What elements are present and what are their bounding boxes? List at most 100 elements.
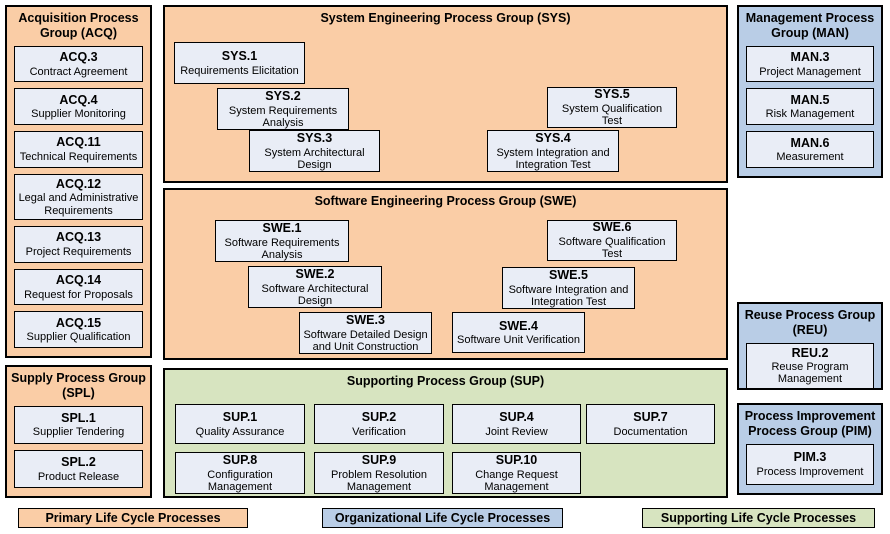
process-label: System Requirements Analysis — [228, 104, 338, 129]
process-label: Software Architectural Design — [261, 282, 369, 307]
process-box-sup1: SUP.1 Quality Assurance — [175, 404, 305, 444]
group-title-acquisition: Acquisition Process Group (ACQ) — [18, 11, 139, 40]
process-code: SPL.1 — [61, 410, 96, 425]
group-management: Management Process Group (MAN) MAN.3 Pro… — [737, 5, 883, 178]
process-code: SWE.4 — [499, 318, 538, 333]
process-code: SUP.4 — [499, 410, 534, 425]
group-title-supporting: Supporting Process Group (SUP) — [346, 374, 545, 388]
process-code: SUP.10 — [495, 452, 538, 467]
process-box-acq11: ACQ.11 Technical Requirements — [14, 130, 143, 168]
process-box-swe4: SWE.4 Software Unit Verification — [452, 312, 585, 353]
process-code: ACQ.4 — [59, 92, 98, 107]
group-title-management: Management Process Group (MAN) — [745, 11, 875, 40]
process-code: ACQ.12 — [55, 176, 102, 191]
process-box-sys5: SYS.5 System Qualification Test — [547, 87, 677, 128]
group-title-reuse: Reuse Process Group (REU) — [744, 308, 876, 337]
process-code: SUP.9 — [361, 452, 397, 467]
process-box-sup8: SUP.8 Configuration Management — [175, 452, 305, 494]
process-box-spl1: SPL.1 Supplier Tendering — [14, 405, 143, 444]
process-code: SWE.6 — [592, 220, 632, 235]
process-code: SWE.3 — [346, 312, 385, 327]
process-code: MAN.6 — [790, 135, 830, 150]
process-label: Technical Requirements — [19, 150, 138, 163]
process-label: Verification — [352, 425, 406, 438]
process-box-acq15: ACQ.15 Supplier Qualification — [14, 311, 143, 348]
process-box-swe2: SWE.2 Software Architectural Design — [248, 266, 382, 308]
group-title-process-improvement: Process Improvement Process Group (PIM) — [744, 409, 876, 438]
process-code: SWE.2 — [295, 266, 335, 281]
process-label: Reuse Program Management — [771, 361, 849, 386]
process-label: Software Integration and Integration Tes… — [508, 283, 629, 308]
process-code: SYS.4 — [535, 130, 571, 145]
group-title-system-engineering: System Engineering Process Group (SYS) — [320, 11, 571, 25]
legend-label: Supporting Life Cycle Processes — [660, 511, 857, 525]
process-code: SYS.2 — [265, 88, 301, 103]
process-label: Documentation — [613, 425, 688, 438]
process-label: Problem Resolution Management — [331, 468, 427, 493]
process-label: Software Unit Verification — [457, 334, 580, 347]
process-code: ACQ.11 — [56, 135, 101, 150]
process-box-swe3: SWE.3 Software Detailed Design and Unit … — [299, 312, 432, 354]
process-label: Quality Assurance — [195, 425, 285, 438]
process-box-man5: MAN.5 Risk Management — [746, 88, 874, 126]
process-box-pim3: PIM.3 Process Improvement — [746, 443, 874, 485]
process-box-sup10: SUP.10 Change Request Management — [452, 452, 581, 494]
process-box-man3: MAN.3 Project Management — [746, 45, 874, 83]
process-label: Measurement — [776, 151, 844, 164]
process-box-sys4: SYS.4 System Integration and Integration… — [487, 130, 619, 172]
process-box-acq13: ACQ.13 Project Requirements — [14, 225, 143, 263]
process-box-swe6: SWE.6 Software Qualification Test — [547, 220, 677, 261]
group-body-process-improvement: PIM.3 Process Improvement — [739, 441, 881, 494]
process-label: Process Improvement — [756, 465, 864, 478]
process-box-sup4: SUP.4 Joint Review — [452, 404, 581, 444]
process-code: MAN.5 — [790, 92, 830, 107]
process-code: SUP.8 — [222, 452, 258, 467]
process-label: Configuration Management — [207, 468, 273, 493]
process-code: SWE.1 — [262, 220, 302, 235]
process-box-spl2: SPL.2 Product Release — [14, 449, 143, 488]
process-code: ACQ.14 — [55, 272, 102, 287]
group-title-supply: Supply Process Group (SPL) — [11, 371, 146, 400]
legend-label: Organizational Life Cycle Processes — [334, 511, 551, 525]
process-label: Software Qualification Test — [558, 236, 666, 261]
process-box-reu2: REU.2 Reuse Program Management — [746, 342, 874, 389]
process-label: Request for Proposals — [24, 288, 133, 301]
legend-primary-life-cycle: Primary Life Cycle Processes — [18, 508, 248, 528]
process-box-sys2: SYS.2 System Requirements Analysis — [217, 88, 349, 130]
legend-organizational-life-cycle: Organizational Life Cycle Processes — [322, 508, 563, 528]
process-label: Software Detailed Design and Unit Constr… — [303, 328, 428, 353]
process-box-sys1: SYS.1 Requirements Elicitation — [174, 42, 305, 84]
group-body-reuse: REU.2 Reuse Program Management — [739, 340, 881, 397]
process-box-man6: MAN.6 Measurement — [746, 131, 874, 168]
process-label: Joint Review — [485, 425, 548, 438]
process-box-sys3: SYS.3 System Architectural Design — [249, 130, 380, 172]
process-box-swe1: SWE.1 Software Requirements Analysis — [215, 220, 349, 262]
process-code: ACQ.13 — [55, 230, 102, 245]
process-code: REU.2 — [791, 345, 829, 360]
group-body-management: MAN.3 Project Management MAN.5 Risk Mana… — [739, 43, 881, 177]
group-title-software-engineering: Software Engineering Process Group (SWE) — [314, 194, 577, 208]
group-software-engineering: Software Engineering Process Group (SWE)… — [163, 188, 728, 360]
process-label: System Integration and Integration Test — [496, 146, 610, 171]
process-box-acq4: ACQ.4 Supplier Monitoring — [14, 88, 143, 125]
group-acquisition: Acquisition Process Group (ACQ) ACQ.3 Co… — [5, 5, 152, 358]
process-box-acq14: ACQ.14 Request for Proposals — [14, 268, 143, 306]
process-label: Supplier Tendering — [32, 426, 125, 439]
process-code: MAN.3 — [790, 49, 830, 64]
process-label: Product Release — [37, 470, 120, 483]
process-box-sup2: SUP.2 Verification — [314, 404, 444, 444]
process-box-sup9: SUP.9 Problem Resolution Management — [314, 452, 444, 494]
group-system-engineering: System Engineering Process Group (SYS) S… — [163, 5, 728, 183]
process-box-acq12: ACQ.12 Legal and Administrative Requirem… — [14, 173, 143, 220]
process-label: Contract Agreement — [29, 65, 128, 78]
process-label: Risk Management — [765, 108, 855, 121]
group-body-supply: SPL.1 Supplier Tendering SPL.2 Product R… — [7, 403, 150, 497]
process-label: System Qualification Test — [561, 103, 663, 128]
process-label: Supplier Monitoring — [31, 108, 126, 121]
process-label: Project Requirements — [25, 245, 132, 258]
legend-supporting-life-cycle: Supporting Life Cycle Processes — [642, 508, 875, 528]
process-code: SYS.3 — [296, 130, 333, 145]
group-supporting: Supporting Process Group (SUP) SUP.1 Qua… — [163, 368, 728, 498]
process-box-acq3: ACQ.3 Contract Agreement — [14, 45, 143, 83]
